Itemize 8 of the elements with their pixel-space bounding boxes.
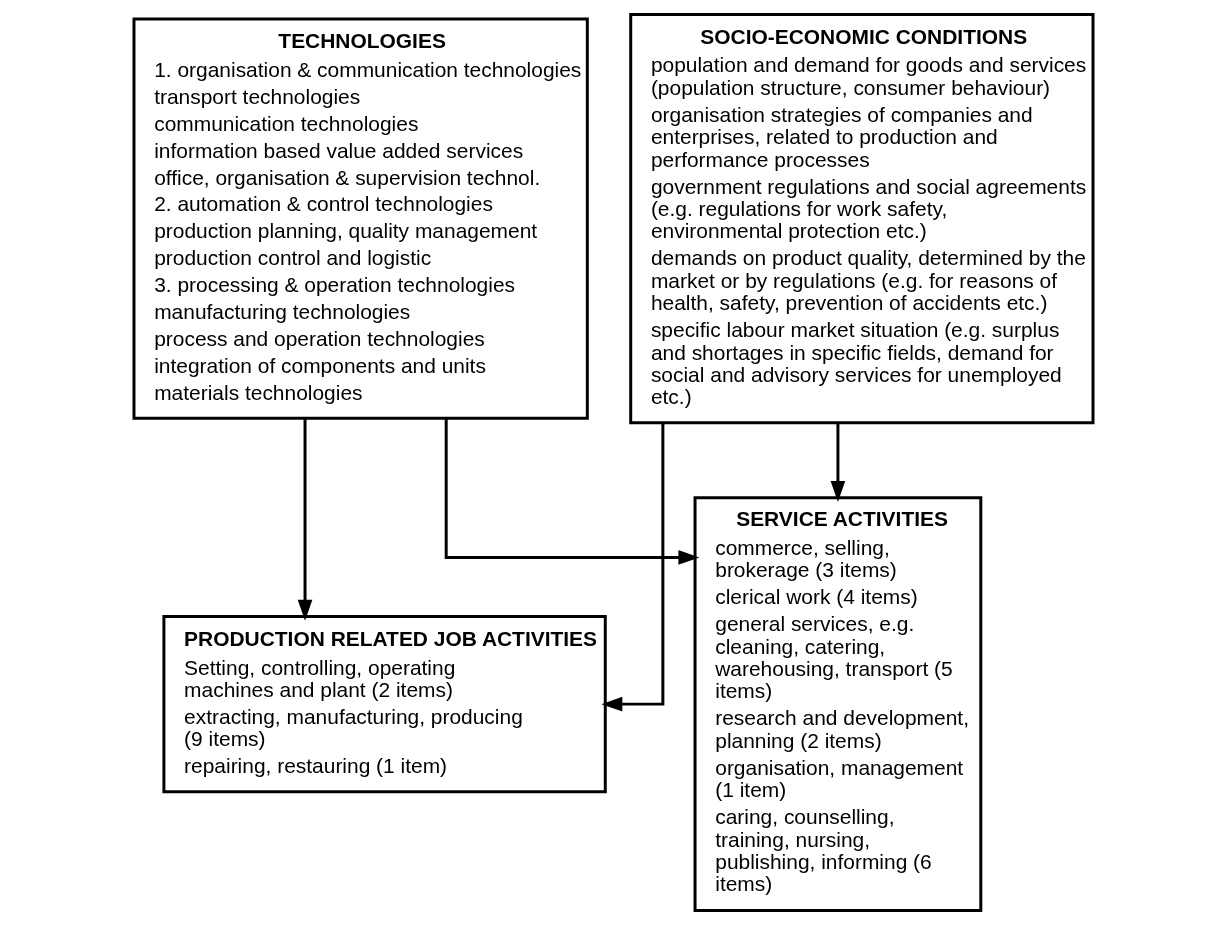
arrow: [600, 423, 664, 712]
arrow: [297, 418, 312, 621]
node-box: PRODUCTION RELATED JOB ACTIVITIES Setting, controlling, operating machines and plant (2 items) extracting, manufacturing, producing (9 items) repairing, restauring (1 item): [161, 615, 607, 794]
arrow: [444, 418, 699, 565]
arrow: [830, 423, 845, 503]
node-box: SOCIO-ECONOMIC CONDITIONS population and demand for goods and services (population structure, consumer behaviour) organisation strategies of companies and enterprises, related to production and performance processes government regulations and social agreements (e.g. regulations for work safety, environmental protection etc.) demands on product quality, determined by the market or by regulations (e.g. for reasons of health, safety, prevention of accidents etc.) specific labour market situation (e.g. surplus and shortages in specific fields, demand for social and advisory services for unemployed etc.): [628, 12, 1094, 425]
node-box: SERVICE ACTIVITIES commerce, selling, brokerage (3 items) clerical work (4 items) general services, e.g. cleaning, catering, warehousing, transport (5 items) research and development, planning (2 items) organisation, management (1 item) caring, counselling, training, nursing, publishing, informing (6 items): [693, 496, 982, 913]
node-box: TECHNOLOGIES 1. organisation & communication technologies transport technologies communication technologies information based value added services office, organisation & supervision technol. 2. automation & control technologies production planning, quality management production control and logistic 3. processing & operation technologies manufacturing technologies process and operation technologies integration of components and units materials technologies: [132, 17, 589, 420]
